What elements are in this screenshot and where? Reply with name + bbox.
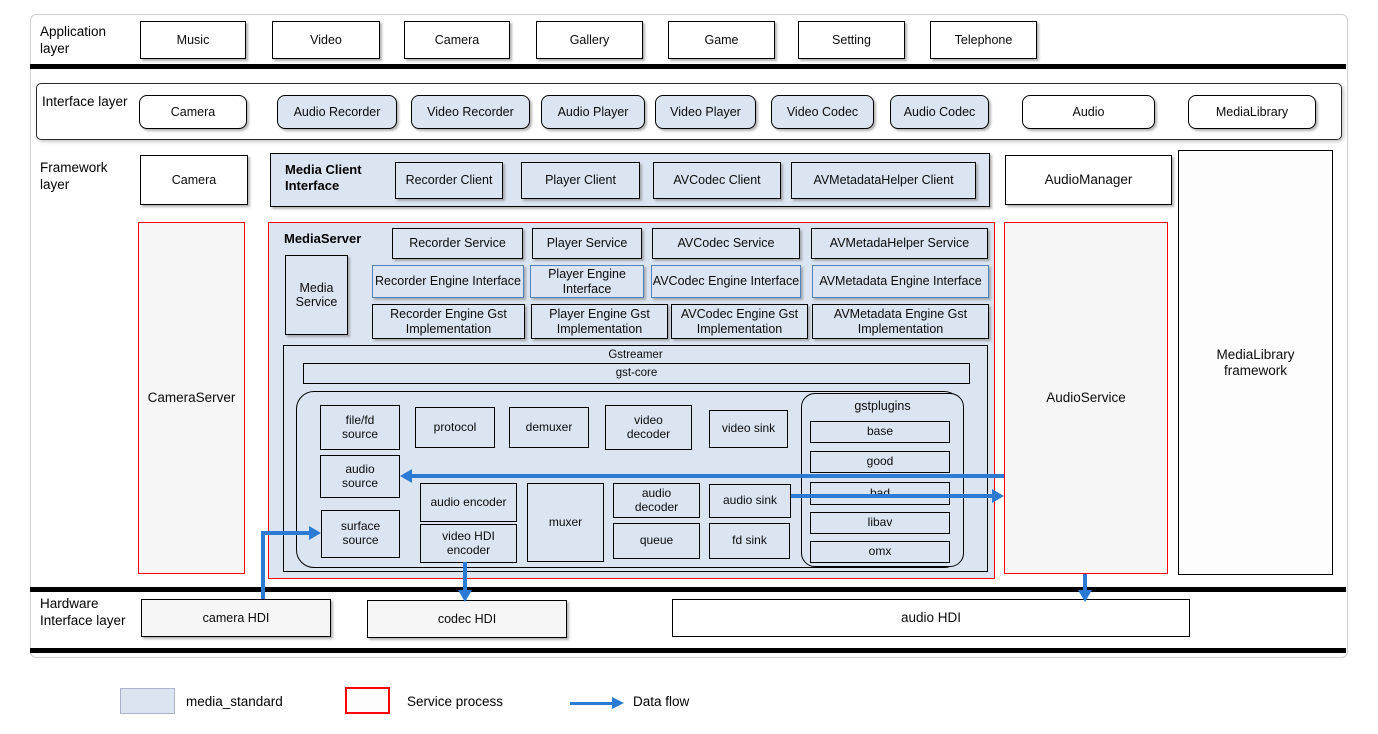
gstplugin-base-box: base: [810, 421, 950, 443]
interface-item-medialibrary: MediaLibrary: [1188, 95, 1316, 129]
avmetadahelper-service-box: AVMetadaHelper Service: [811, 228, 988, 259]
avmetadata-engine-interface-box: AVMetadata Engine Interface: [812, 265, 989, 298]
app-box-setting: Setting: [798, 21, 905, 59]
separator-framework: [30, 587, 1346, 592]
interface-item-video-codec: Video Codec: [771, 95, 874, 129]
avcodec-engine-gst-box: AVCodec Engine Gst Implementation: [671, 304, 808, 339]
recorder-client-box: Recorder Client: [395, 162, 503, 199]
gstreamer-title: Gstreamer: [608, 349, 663, 361]
interface-item-audio-recorder: Audio Recorder: [277, 95, 397, 129]
audio-manager-box: AudioManager: [1005, 155, 1172, 205]
framework-camera-box: Camera: [140, 155, 248, 205]
interface-item-camera: Camera: [139, 95, 247, 129]
avcodec-client-box: AVCodec Client: [653, 162, 781, 199]
gstplugin-omx-box: omx: [810, 541, 950, 563]
gst-file-fd-source-box: file/fd source: [320, 405, 400, 450]
gst-fd-sink-box: fd sink: [709, 523, 790, 559]
codec-hdi-box: codec HDI: [367, 600, 567, 638]
dataflow-arrowhead-audiosource: [400, 469, 412, 483]
avcodec-engine-interface-box: AVCodec Engine Interface: [651, 265, 801, 298]
avmetadata-engine-gst-box: AVMetadata Engine Gst Implementation: [812, 304, 989, 339]
app-box-camera: Camera: [404, 21, 510, 59]
media-client-interface-title: Media Client Interface: [285, 162, 362, 193]
gst-video-decoder-box: video decoder: [605, 405, 692, 450]
framework-layer-label: Framework layer: [40, 160, 108, 192]
dataflow-camerahdi-vertical-line: [261, 531, 265, 599]
player-engine-gst-box: Player Engine Gst Implementation: [531, 304, 668, 339]
player-engine-interface-box: Player Engine Interface: [530, 265, 644, 298]
interface-item-audio-codec: Audio Codec: [890, 95, 989, 129]
application-layer-label: Application layer: [40, 24, 107, 56]
gstplugin-good-box: good: [810, 451, 950, 473]
recorder-engine-gst-box: Recorder Engine Gst Implementation: [372, 304, 525, 339]
interface-item-audio-player: Audio Player: [541, 95, 645, 129]
separator-application: [30, 64, 1346, 69]
separator-hardware: [30, 648, 1346, 653]
gstplugins-title: gstplugins: [854, 399, 911, 413]
audio-service-box: AudioService: [1004, 222, 1168, 574]
dataflow-camerahdi-horizontal-line: [261, 531, 310, 535]
gst-video-hdi-encoder-box: video HDI encoder: [420, 524, 517, 563]
media-server-title: MediaServer: [284, 231, 362, 246]
app-box-gallery: Gallery: [536, 21, 643, 59]
gst-muxer-box: muxer: [527, 483, 604, 562]
gst-surface-source-box: surface source: [321, 510, 400, 558]
dataflow-arrowhead-surfacesource: [309, 526, 321, 540]
gst-core-box: gst-core: [303, 363, 970, 384]
legend-data-flow-label: Data flow: [633, 694, 690, 709]
hardware-layer-label: Hardware Interface layer: [40, 596, 126, 628]
gst-queue-box: queue: [613, 523, 700, 559]
interface-layer-band: [36, 83, 1342, 140]
legend-service-process-label: Service process: [407, 694, 504, 709]
avcodec-service-box: AVCodec Service: [652, 228, 800, 259]
gst-audio-encoder-box: audio encoder: [420, 483, 517, 522]
dataflow-videoencoder-to-codechdi-line: [463, 562, 467, 592]
dataflow-arrowhead-codechdi: [458, 590, 472, 602]
dataflow-arrowhead-audioservice: [992, 489, 1004, 503]
legend-media-standard-label: media_standard: [186, 694, 283, 709]
medialibrary-framework-box: MediaLibrary framework: [1178, 150, 1333, 575]
dataflow-audioservice-to-audiosource-line: [411, 474, 1004, 478]
gst-audio-sink-box: audio sink: [709, 484, 791, 518]
audio-hdi-box: audio HDI: [672, 599, 1190, 637]
legend-service-process-swatch: [345, 687, 390, 714]
interface-item-video-player: Video Player: [655, 95, 756, 129]
recorder-service-box: Recorder Service: [392, 228, 523, 259]
gst-video-sink-box: video sink: [709, 410, 788, 448]
gst-audio-decoder-box: audio decoder: [613, 483, 700, 518]
interface-item-audio: Audio: [1022, 95, 1155, 129]
gst-protocol-box: protocol: [415, 407, 495, 448]
dataflow-audiosink-to-audioservice-line: [791, 494, 993, 498]
app-box-music: Music: [140, 21, 246, 59]
player-client-box: Player Client: [521, 162, 640, 199]
recorder-engine-interface-box: Recorder Engine Interface: [372, 265, 524, 298]
interface-item-video-recorder: Video Recorder: [411, 95, 530, 129]
dataflow-arrowhead-audiohdi: [1078, 590, 1092, 602]
gst-demuxer-box: demuxer: [509, 407, 589, 448]
camera-server-box: CameraServer: [138, 222, 245, 574]
media-service-box: Media Service: [285, 255, 348, 335]
avmetadatahelper-client-box: AVMetadataHelper Client: [791, 162, 976, 199]
gst-audio-source-box: audio source: [320, 455, 400, 498]
player-service-box: Player Service: [532, 228, 642, 259]
legend-data-flow-arrow-line: [570, 702, 614, 705]
app-box-video: Video: [272, 21, 380, 59]
legend-media-standard-swatch: [120, 688, 175, 714]
camera-hdi-box: camera HDI: [141, 599, 331, 637]
app-box-game: Game: [668, 21, 775, 59]
app-box-telephone: Telephone: [930, 21, 1037, 59]
legend-data-flow-arrowhead: [612, 697, 624, 709]
interface-layer-label: Interface layer: [42, 94, 128, 109]
diagram-outer-frame: [30, 14, 1348, 658]
dataflow-audioservice-to-audiohdi-line: [1083, 574, 1087, 592]
gstplugin-libav-box: libav: [810, 512, 950, 534]
